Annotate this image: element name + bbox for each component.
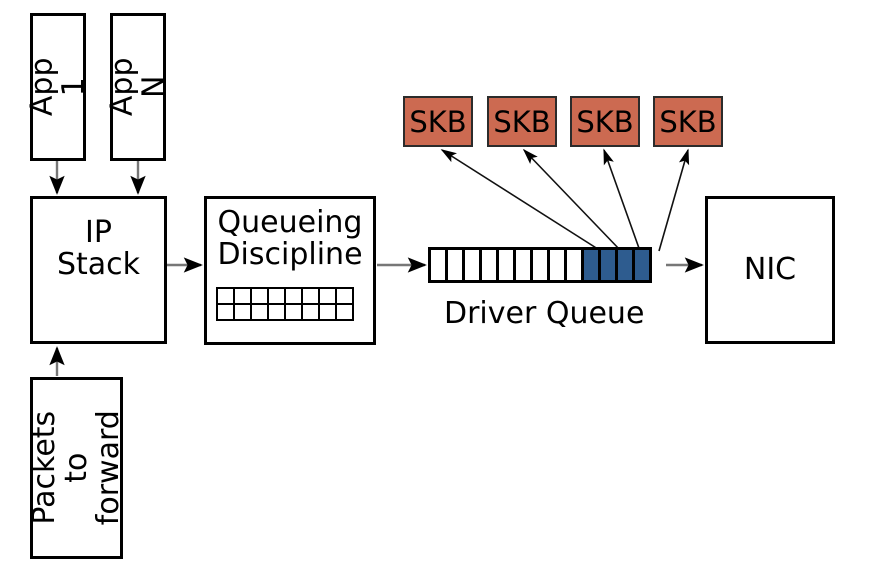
- queueing-discipline-grid: [216, 287, 354, 321]
- node-ip-stack-label: IP Stack: [56, 215, 141, 282]
- driver-queue: [428, 247, 652, 283]
- skb-box-2-label: SKB: [493, 104, 551, 139]
- driver-queue-caption: Driver Queue: [444, 296, 645, 331]
- queueing-discipline-grid-row: [216, 303, 354, 321]
- node-queueing-discipline[interactable]: Queueing Discipline: [204, 196, 376, 345]
- node-nic-label: NIC: [743, 252, 797, 288]
- arrow-queue-cell-4-to-skb-4: [658, 148, 690, 252]
- node-nic[interactable]: NIC: [705, 196, 835, 344]
- node-queueing-discipline-label: Queueing Discipline: [217, 205, 363, 272]
- node-app-n-label: App N: [104, 57, 172, 117]
- node-packets-to-forward[interactable]: Packets to forward: [26, 377, 126, 559]
- arrow-queue-cell-3-to-skb-3: [603, 148, 641, 252]
- arrow-queue-cell-1-to-skb-1: [440, 149, 602, 252]
- skb-box-3[interactable]: SKB: [570, 96, 640, 147]
- skb-box-2[interactable]: SKB: [487, 96, 557, 147]
- skb-box-1-label: SKB: [409, 104, 467, 139]
- queueing-discipline-grid-cell: [335, 303, 354, 321]
- skb-box-4[interactable]: SKB: [653, 96, 723, 147]
- node-app-1-label: App 1: [24, 57, 92, 117]
- skb-box-1[interactable]: SKB: [403, 96, 473, 147]
- node-packets-to-forward-label: Packets to forward: [26, 410, 126, 526]
- driver-queue-cell-filled: [632, 247, 652, 283]
- node-app-n[interactable]: App N: [104, 13, 171, 161]
- skb-box-3-label: SKB: [576, 104, 634, 139]
- arrow-queue-cell-2-to-skb-2: [522, 148, 622, 252]
- node-ip-stack[interactable]: IP Stack: [30, 196, 167, 344]
- node-app-1[interactable]: App 1: [24, 13, 91, 161]
- skb-box-4-label: SKB: [659, 104, 717, 139]
